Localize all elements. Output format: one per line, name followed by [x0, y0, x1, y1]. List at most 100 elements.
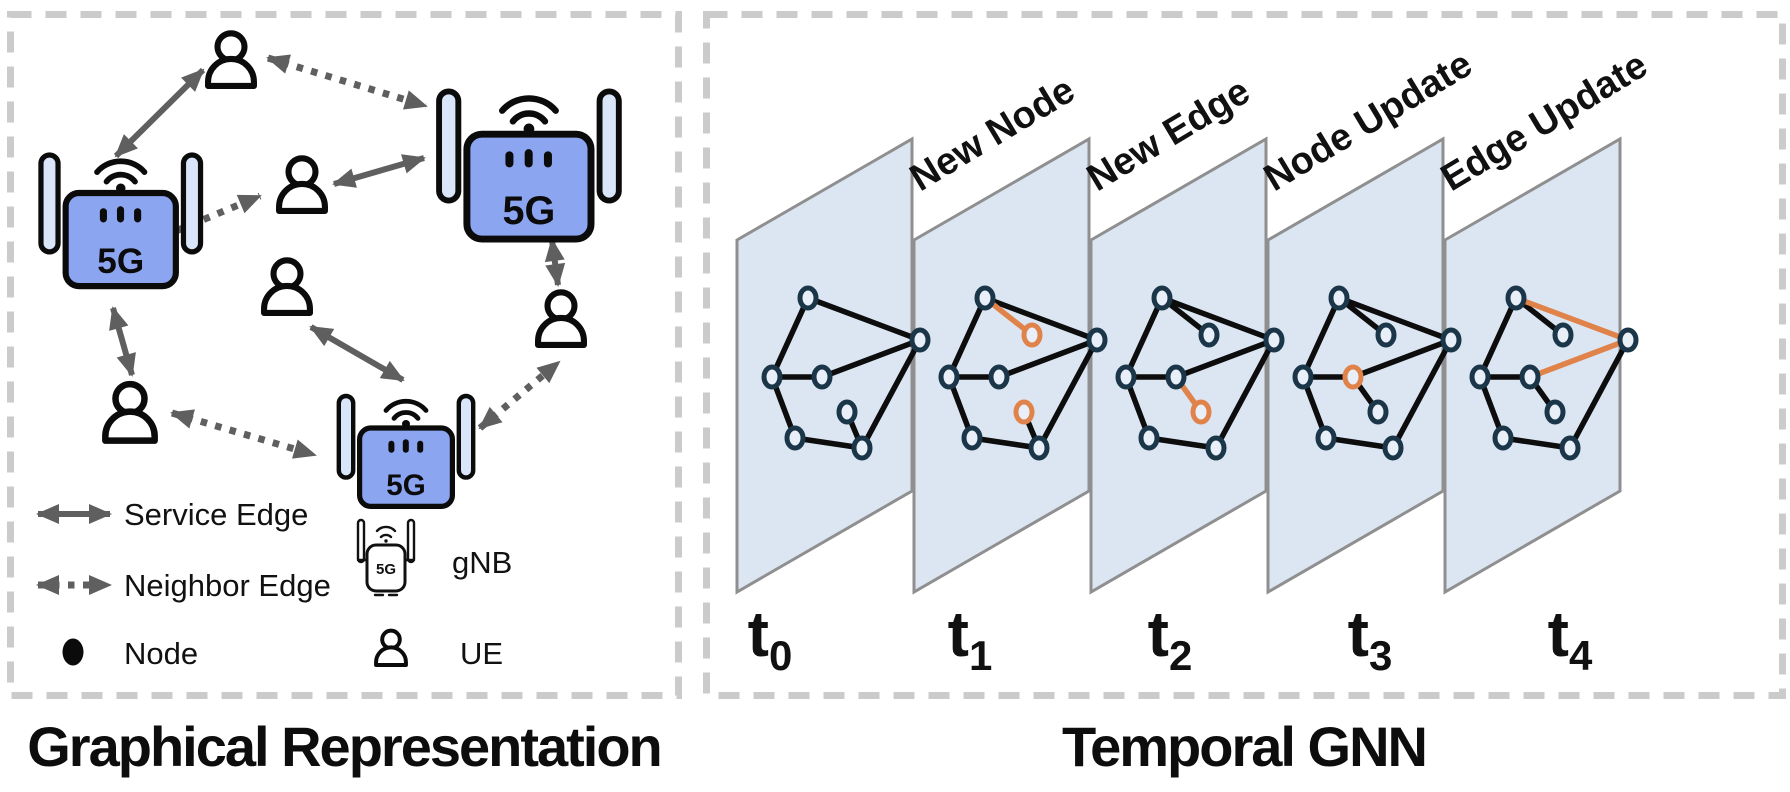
link-ue-mid-gnb-right — [332, 154, 426, 188]
link-ue-bottom-left-gnb-bottom — [170, 409, 317, 459]
graph-edge-DB — [821, 337, 921, 380]
ue-mid-icon — [279, 158, 325, 211]
graph-node-E — [1367, 399, 1389, 425]
graph-node-F — [1492, 425, 1514, 451]
link-gnb-right-ue-right — [544, 238, 566, 287]
graph-node-H — [1375, 322, 1397, 348]
graph-edge-DB — [1352, 337, 1452, 380]
graph-edge-AC — [769, 296, 811, 379]
graph-edge-AC — [1477, 296, 1519, 379]
graph-node-D — [988, 364, 1010, 390]
graph-edge-AB — [984, 295, 1098, 343]
graph-node-E — [1190, 399, 1212, 425]
graph-edge-FG — [1502, 435, 1571, 451]
graph-node-G — [1382, 435, 1404, 461]
left-caption: Graphical Representation — [27, 715, 663, 778]
graph-node-B — [1440, 327, 1462, 353]
legend-label-ue: UE — [460, 636, 503, 671]
timestep-label-t2: t2 — [1148, 598, 1193, 679]
graph-t2 — [1115, 285, 1285, 461]
graph-node-A — [1505, 285, 1527, 311]
graph-edge-FG — [1325, 435, 1394, 451]
link-gnb-bottom-ue-right — [477, 359, 562, 431]
graph-edge-AB — [1338, 295, 1452, 343]
graph-node-C — [1292, 364, 1314, 390]
graph-node-D — [1342, 364, 1364, 390]
graph-node-F — [961, 425, 983, 451]
link-gnb-left-ue-top — [113, 67, 206, 159]
gnb-left-icon — [41, 155, 201, 286]
left-frame — [7, 11, 682, 699]
graph-node-C — [1469, 364, 1491, 390]
graph-t4 — [1469, 285, 1639, 461]
gnb-outline-icon — [356, 518, 416, 597]
graph-node-B — [909, 327, 931, 353]
graph-node-D — [1519, 364, 1541, 390]
graph-edge-AC — [946, 296, 988, 379]
right-caption: Temporal GNN — [1062, 715, 1428, 778]
node-sample-dot — [62, 638, 84, 666]
graph-node-H — [1552, 322, 1574, 348]
graph-node-D — [1165, 364, 1187, 390]
graph-edge-FG — [1148, 435, 1217, 451]
timestep-label-t3: t3 — [1348, 598, 1393, 679]
link-ue-center-gnb-bottom — [309, 324, 405, 383]
graph-node-C — [1115, 364, 1137, 390]
graph-node-F — [1138, 425, 1160, 451]
graph-edge-BG — [1036, 338, 1100, 450]
ue-top-icon — [208, 33, 254, 86]
timestep-label-t0: t0 — [748, 598, 793, 679]
graph-edge-AC — [1123, 296, 1165, 379]
graph-node-D — [811, 364, 833, 390]
graph-edge-BG — [859, 338, 923, 450]
graph-node-F — [1315, 425, 1337, 451]
graph-edge-DB — [1529, 337, 1629, 380]
graph-node-F — [784, 425, 806, 451]
graph-node-G — [851, 435, 873, 461]
graph-edge-BG — [1390, 338, 1454, 450]
graph-node-A — [1328, 285, 1350, 311]
graph-node-G — [1559, 435, 1581, 461]
graph-edge-BG — [1213, 338, 1277, 450]
graph-t1 — [938, 285, 1108, 461]
graph-node-G — [1205, 435, 1227, 461]
gnb-bottom-icon — [339, 396, 473, 506]
graph-edge-BG — [1567, 338, 1631, 450]
graph-edge-FG — [794, 435, 863, 451]
graph-node-E — [1013, 399, 1035, 425]
graph-node-A — [1151, 285, 1173, 311]
graph-t3 — [1292, 285, 1462, 461]
graph-node-C — [761, 364, 783, 390]
ue-right-icon — [538, 292, 584, 345]
graph-node-H — [1021, 322, 1043, 348]
graph-edge-FG — [971, 435, 1040, 451]
graph-node-B — [1617, 327, 1639, 353]
graph-edge-DB — [1175, 337, 1275, 380]
graph-t0 — [761, 285, 931, 461]
graph-edge-AB — [1515, 295, 1629, 343]
ue-icon — [374, 628, 408, 667]
legend-label-service: Service Edge — [124, 497, 308, 532]
graph-node-C — [938, 364, 960, 390]
legend: Service Edge Neighbor Edge Node gNB UE — [36, 497, 512, 671]
link-gnb-left-ue-bottom-left — [109, 306, 136, 377]
graph-node-A — [974, 285, 996, 311]
graph-node-B — [1086, 327, 1108, 353]
legend-label-neighbor: Neighbor Edge — [124, 568, 331, 603]
legend-label-gnb: gNB — [452, 545, 512, 580]
graph-edge-AC — [1300, 296, 1342, 379]
timestep-label-t1: t1 — [948, 598, 993, 679]
right-frame — [703, 11, 1786, 699]
gnb-right-icon — [439, 91, 619, 239]
link-ue-top-gnb-right — [266, 54, 428, 110]
ue-bottom-left-icon — [105, 384, 154, 441]
network-links — [109, 54, 566, 459]
graph-node-G — [1028, 435, 1050, 461]
legend-label-node: Node — [124, 636, 198, 671]
graph-node-E — [836, 399, 858, 425]
graph-node-B — [1263, 327, 1285, 353]
graph-edge-AB — [807, 295, 921, 343]
ue-center-icon — [264, 260, 310, 313]
